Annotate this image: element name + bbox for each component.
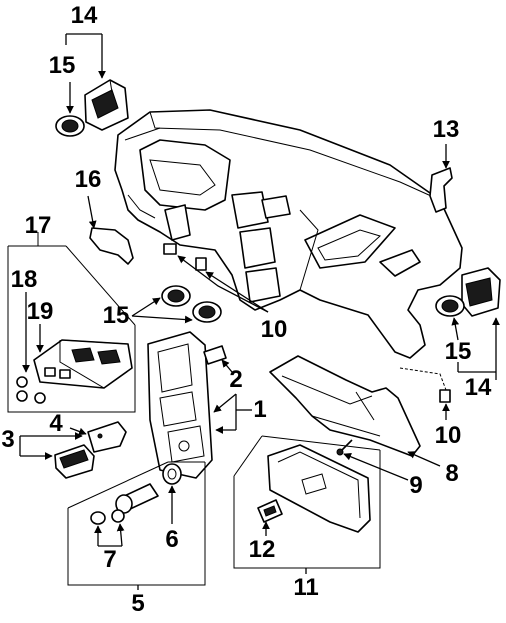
center-bezel	[147, 331, 213, 479]
callout-16: 16	[74, 166, 102, 193]
callout-1: 1	[253, 396, 267, 423]
callout-4: 4	[49, 410, 63, 437]
leader-9	[343, 453, 409, 481]
leader-1	[213, 393, 252, 434]
switch-2	[203, 345, 227, 365]
callout-12: 12	[248, 536, 276, 563]
callout-18: 18	[10, 266, 38, 293]
instrument-panel	[114, 109, 463, 359]
air-duct-left	[84, 79, 129, 131]
leader-16	[87, 195, 97, 229]
glovebox-door	[267, 444, 371, 533]
lighter-element-7	[90, 509, 125, 525]
lighter-knob-6	[162, 463, 182, 485]
callout-5: 5	[131, 590, 145, 617]
ashtray-3	[54, 444, 95, 479]
leader-4	[69, 427, 87, 436]
leader-14b	[457, 317, 500, 380]
callout-3: 3	[1, 426, 15, 453]
glovebox-frame-8	[269, 355, 421, 457]
latch-12	[257, 499, 283, 523]
box-11	[233, 435, 381, 569]
callout-15-top: 15	[48, 52, 76, 79]
leader-8	[407, 451, 441, 467]
clip-10b	[439, 389, 451, 403]
callout-7: 7	[103, 546, 117, 573]
ashtray-lid-4	[87, 421, 127, 453]
callout-15-left: 15	[102, 302, 130, 329]
callout-2: 2	[229, 366, 243, 393]
callout-10-right: 10	[434, 422, 462, 449]
callout-9: 9	[409, 472, 423, 499]
knob-18	[16, 376, 46, 404]
air-duct-right	[461, 267, 501, 317]
leader-10b	[399, 367, 450, 420]
callout-17: 17	[24, 212, 52, 239]
leader-14a	[65, 33, 106, 79]
bracket-13	[429, 167, 453, 213]
leader-15b	[131, 297, 193, 324]
box-17	[7, 232, 136, 413]
leader-15c	[451, 317, 460, 341]
heater-control-assembly	[33, 339, 133, 389]
callout-6: 6	[165, 526, 179, 553]
vent-pair-left	[161, 285, 222, 323]
vent-right	[435, 295, 465, 317]
leader-7	[94, 523, 125, 547]
bolt-9	[336, 439, 353, 456]
lighter-socket	[115, 483, 159, 514]
callout-15-right: 15	[444, 338, 472, 365]
trim-panel-16	[89, 227, 134, 265]
callout-13: 13	[432, 116, 460, 143]
callout-8: 8	[445, 460, 459, 487]
clip-10a	[163, 243, 207, 271]
callout-14-top: 14	[70, 2, 98, 29]
leader-10a	[177, 255, 269, 313]
callout-10-top: 10	[260, 316, 288, 343]
leader-2	[221, 359, 233, 373]
callout-11: 11	[293, 574, 319, 601]
callout-19: 19	[26, 298, 54, 325]
box-5	[67, 461, 206, 586]
leader-3	[19, 432, 83, 460]
callout-14-right: 14	[464, 374, 492, 401]
vent-left	[55, 115, 85, 137]
